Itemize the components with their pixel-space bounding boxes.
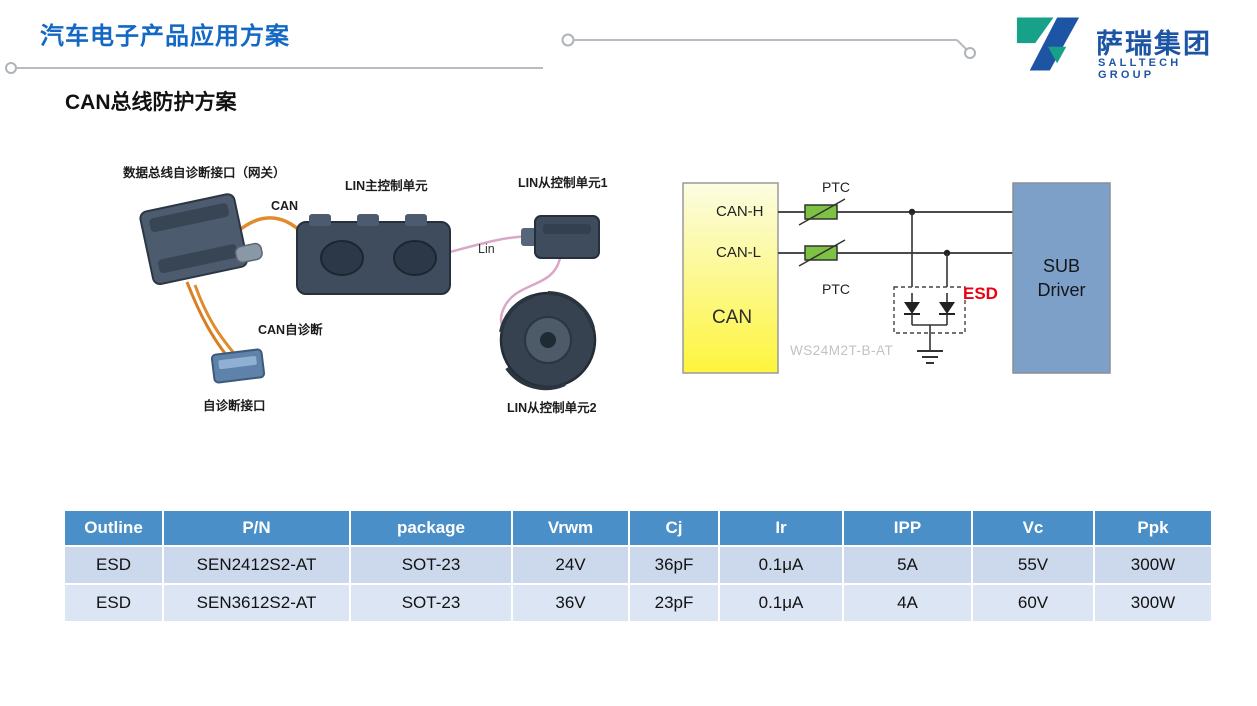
esd-label: ESD [963,284,998,303]
esd-diode-array [893,286,966,334]
section-title: CAN总线防护方案 [65,91,237,114]
header-ir: Ir [720,511,842,545]
sub-driver-box [1012,182,1111,374]
table-row: ESD SEN3612S2-AT SOT-23 36V 23pF 0.1μA 4… [65,585,1211,621]
label-diag-port: 自诊断接口 [203,399,266,413]
spec-table: Outline P/N package Vrwm Cj Ir IPP Vc Pp… [63,509,1211,623]
can-protection-schematic [682,182,1111,374]
label-lin-slave1: LIN从控制单元1 [518,176,608,190]
ground-symbol [917,325,943,364]
header-ppk: Ppk [1095,511,1211,545]
header-ipp: IPP [844,511,971,545]
ptc-bottom-symbol [798,239,846,267]
can-box [682,182,779,374]
table-cell: SEN2412S2-AT [164,547,349,583]
lin-slave2-blower [499,291,597,391]
table-cell: ESD [65,547,162,583]
sub-driver-line1: SUB [1042,255,1080,276]
table-cell: SOT-23 [351,547,511,583]
header-package: package [351,511,511,545]
label-lin-slave2: LIN从控制单元2 [507,401,597,415]
label-lin-master: LIN主控制单元 [345,179,428,193]
table-cell: 300W [1095,547,1211,583]
table-cell: SOT-23 [351,585,511,621]
lin-slave1-module [521,215,600,259]
can-l-label: CAN-L [716,244,762,261]
table-cell: 36V [513,585,628,621]
table-cell: 23pF [630,585,718,621]
table-cell: 300W [1095,585,1211,621]
header-vc: Vc [973,511,1093,545]
table-cell: 24V [513,547,628,583]
table-header-row: Outline P/N package Vrwm Cj Ir IPP Vc Pp… [65,511,1211,545]
table-cell: 0.1μA [720,585,842,621]
table-cell: 4A [844,585,971,621]
can-bus-illustration [139,193,600,391]
logo-name: 萨瑞集团 [1096,29,1212,59]
header-cj: Cj [630,511,718,545]
table-cell: 55V [973,547,1093,583]
label-gateway: 数据总线自诊断接口（网关） [123,166,286,180]
table-cell: 36pF [630,547,718,583]
company-logo: 萨瑞集团 SALLTECH GROUP [1008,10,1238,81]
ptc-top-label: PTC [822,179,850,195]
label-can-wire: CAN [271,199,299,213]
table-cell: 5A [844,547,971,583]
sub-driver-label: SUB Driver [1013,183,1110,373]
can-h-label: CAN-H [716,203,764,220]
sub-driver-line2: Driver [1037,280,1086,300]
table-cell: 60V [973,585,1093,621]
lin-master-module [296,214,451,295]
ptc-bottom-label: PTC [822,281,850,297]
diagnostic-port [210,348,266,384]
header-pn: P/N [164,511,349,545]
table-cell: SEN3612S2-AT [164,585,349,621]
header-vrwm: Vrwm [513,511,628,545]
label-can-diag: CAN自诊断 [258,323,323,337]
table-row: ESD SEN2412S2-AT SOT-23 24V 36pF 0.1μA 5… [65,547,1211,583]
header-outline: Outline [65,511,162,545]
ptc-top-symbol [798,198,846,226]
page-title: 汽车电子产品应用方案 [40,23,290,50]
can-box-label: CAN [712,307,753,328]
label-lin-wire: Lin [478,242,495,256]
logo-mark-icon [1016,17,1080,71]
part-number-watermark: WS24M2T-B-AT [790,343,894,358]
table-cell: ESD [65,585,162,621]
gateway-module [139,193,263,285]
table-cell: 0.1μA [720,547,842,583]
logo-subtitle: SALLTECH GROUP [1098,57,1182,81]
